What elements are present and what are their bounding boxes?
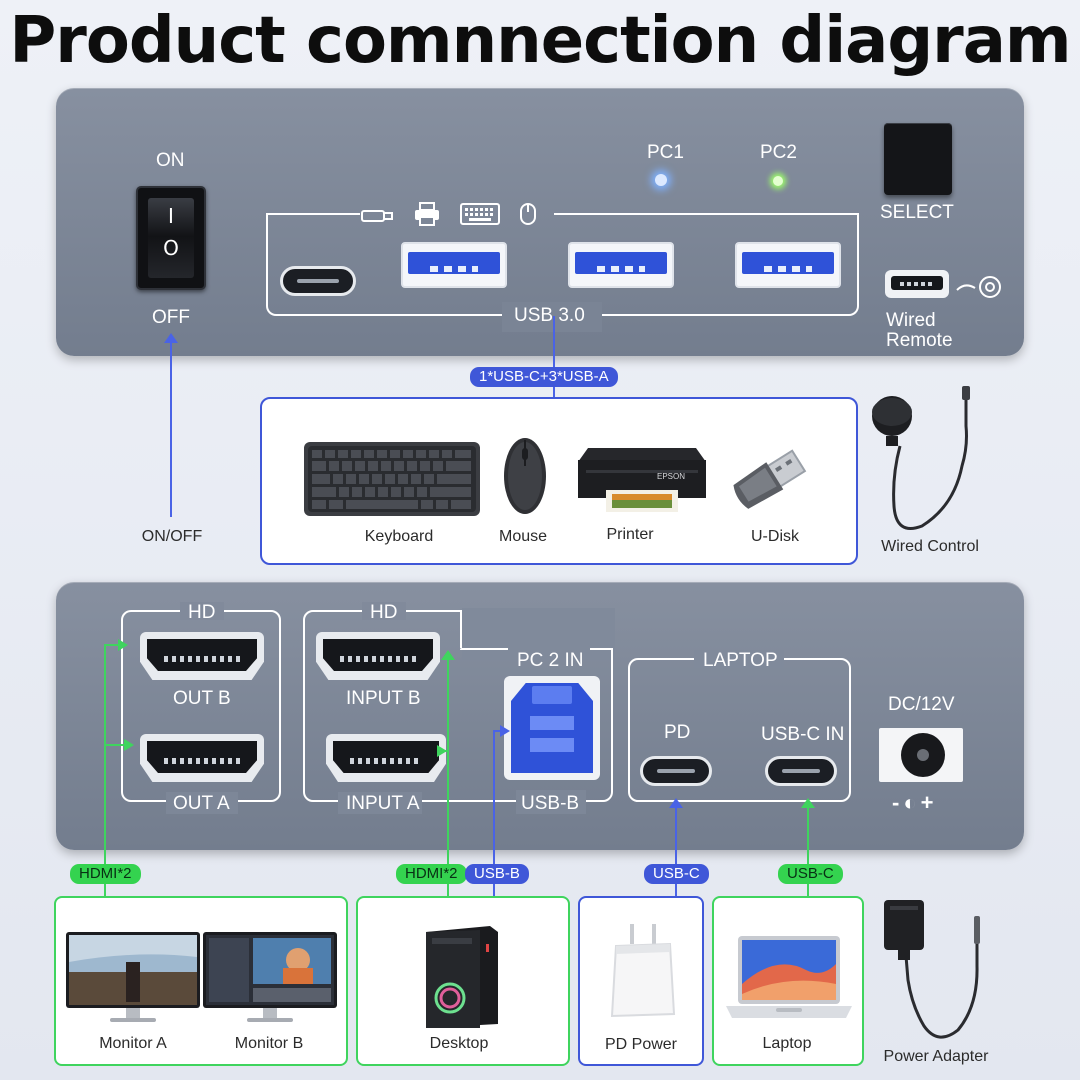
usb-b-pill: USB-B xyxy=(465,864,529,884)
pc2-label: PC2 xyxy=(760,142,797,163)
select-label: SELECT xyxy=(880,202,954,223)
switch-off-mark: O xyxy=(163,236,179,260)
on-off-line xyxy=(170,337,172,517)
power-switch[interactable]: I O xyxy=(136,186,206,290)
usb-c-in-port xyxy=(765,756,837,786)
usb-a-port-2 xyxy=(568,242,674,288)
usbc-in-label: USB-C IN xyxy=(761,724,845,745)
hdmi-out-b-port xyxy=(140,632,264,680)
hdmi-input-b-port xyxy=(316,632,440,680)
usb-3-label: USB 3.0 xyxy=(514,305,585,326)
usb-a-port-1 xyxy=(401,242,507,288)
usb-drive-icon xyxy=(361,210,393,222)
hdmi-left-line xyxy=(104,644,106,896)
usb-c-pd-port xyxy=(640,756,712,786)
wired-control-label: Wired Control xyxy=(881,538,979,555)
hd-output-label: HD xyxy=(188,602,216,623)
usb-a-port-3 xyxy=(735,242,841,288)
usb-c-laptop-pill: USB-C xyxy=(778,864,843,884)
wired-remote-label-1: Wired xyxy=(886,310,936,331)
out-b-label: OUT B xyxy=(173,688,231,709)
monitor-a-image xyxy=(66,932,200,1022)
dc-label: DC/12V xyxy=(888,694,955,715)
keyboard-icon xyxy=(460,203,500,225)
u-disk-image xyxy=(733,449,807,509)
page-title: Product comnnection diagram xyxy=(9,4,1071,78)
dc-jack xyxy=(879,728,963,782)
keyboard-label: Keyboard xyxy=(364,528,434,545)
printer-brand: EPSON xyxy=(657,472,686,481)
pc2-led xyxy=(773,176,783,186)
mouse-image xyxy=(504,438,546,514)
monitor-b-image xyxy=(203,932,337,1022)
power-adapter-image xyxy=(884,900,980,1039)
power-adapter-label: Power Adapter xyxy=(883,1048,989,1065)
dc-polarity: -◐+ xyxy=(892,790,938,815)
switch-on-label: ON xyxy=(156,150,185,171)
hdmi-mid-pill: HDMI*2 xyxy=(396,864,467,884)
pc1-led xyxy=(655,174,667,186)
hdmi-out-a-port xyxy=(140,734,264,782)
out-a-label: OUT A xyxy=(173,793,230,814)
monitor-a-label: Monitor A xyxy=(99,1035,167,1052)
laptop-group-label: LAPTOP xyxy=(703,650,778,671)
usb-combo-pill: 1*USB-C+3*USB-A xyxy=(470,367,618,387)
mouse-icon xyxy=(520,203,536,225)
pd-power-image xyxy=(610,924,676,1018)
usb-c-pd-line xyxy=(675,802,677,896)
printer-icon xyxy=(415,202,439,226)
laptop-label: Laptop xyxy=(762,1035,812,1052)
on-off-label: ON/OFF xyxy=(141,528,203,545)
switch-on-mark: I xyxy=(168,204,174,228)
wired-remote-label-2: Remote xyxy=(886,330,953,351)
usb-c-pd-pill: USB-C xyxy=(644,864,709,884)
usb-b-port xyxy=(504,676,600,780)
wired-control-image xyxy=(872,386,970,530)
laptop-image xyxy=(726,936,852,1018)
usb-b-label: USB-B xyxy=(521,793,580,814)
printer-image xyxy=(578,448,706,512)
pd-power-label: PD Power xyxy=(604,1036,678,1053)
keyboard-image xyxy=(304,442,480,516)
input-b-label: INPUT B xyxy=(346,688,421,709)
desktop-image xyxy=(426,926,498,1028)
usb-line xyxy=(553,316,555,398)
wired-remote-port xyxy=(885,270,949,298)
usb-c-port-front xyxy=(280,266,356,296)
input-a-label: INPUT A xyxy=(346,793,420,814)
usb-c-laptop-line xyxy=(807,802,809,896)
remote-plug-icon xyxy=(956,276,1001,298)
printer-label: Printer xyxy=(606,526,654,543)
hdmi-input-a-port xyxy=(326,734,446,782)
pd-label: PD xyxy=(664,722,691,743)
switch-off-label: OFF xyxy=(152,307,190,328)
hdmi-left-pill: HDMI*2 xyxy=(70,864,141,884)
u-disk-label: U-Disk xyxy=(751,528,799,545)
desktop-label: Desktop xyxy=(429,1035,489,1052)
pc2-in-label: PC 2 IN xyxy=(517,650,584,671)
hd-input-label: HD xyxy=(370,602,398,623)
monitor-b-label: Monitor B xyxy=(234,1035,304,1052)
hdmi-mid-line xyxy=(447,656,449,896)
pc1-label: PC1 xyxy=(647,142,684,163)
usb-b-line xyxy=(493,730,495,896)
mouse-label: Mouse xyxy=(498,528,548,545)
select-button[interactable] xyxy=(884,123,952,195)
